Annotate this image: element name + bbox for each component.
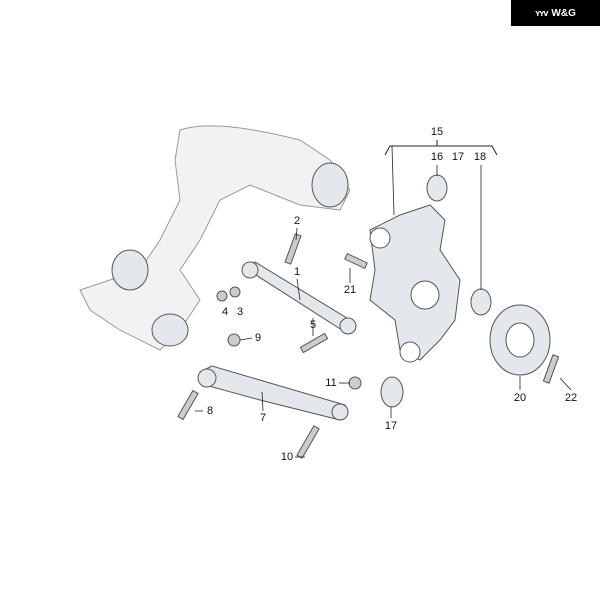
- callout-16: 16: [430, 151, 444, 163]
- callout-bracket-15: [384, 140, 498, 156]
- callout-15: 15: [430, 126, 444, 138]
- brand-logo: ʏʏᴠ W&G: [511, 0, 600, 26]
- callout-17-lower: 17: [384, 420, 398, 432]
- callout-17: 17: [451, 151, 465, 163]
- subframe-bush-right: [311, 162, 349, 208]
- bolts: [177, 233, 560, 459]
- callout-11: 11: [325, 377, 337, 389]
- callout-18: 18: [473, 151, 487, 163]
- leader-lines: [195, 145, 572, 458]
- callout-9: 9: [254, 332, 262, 344]
- callout-22: 22: [564, 392, 578, 404]
- logo-text: W&G: [551, 7, 576, 19]
- wheel-bearing-housing: [369, 204, 461, 361]
- callout-20: 20: [513, 392, 527, 404]
- bush-18: [470, 288, 492, 316]
- callout-7: 7: [259, 412, 267, 424]
- subframe-bush-left: [111, 249, 149, 291]
- subframe: [79, 125, 351, 351]
- lower-arm: [199, 365, 346, 421]
- callout-4: 4: [221, 306, 229, 318]
- callout-21: 21: [343, 284, 357, 296]
- callout-1: 1: [293, 266, 301, 278]
- bush-16: [426, 174, 448, 202]
- bush-17: [380, 376, 404, 408]
- callout-3: 3: [236, 306, 244, 318]
- callout-8: 8: [206, 405, 214, 417]
- subframe-bush-front: [151, 313, 189, 347]
- logo-mark: ʏʏᴠ: [535, 8, 548, 18]
- callout-2: 2: [293, 215, 301, 227]
- callout-5: 5: [309, 319, 317, 331]
- callout-10: 10: [280, 451, 294, 463]
